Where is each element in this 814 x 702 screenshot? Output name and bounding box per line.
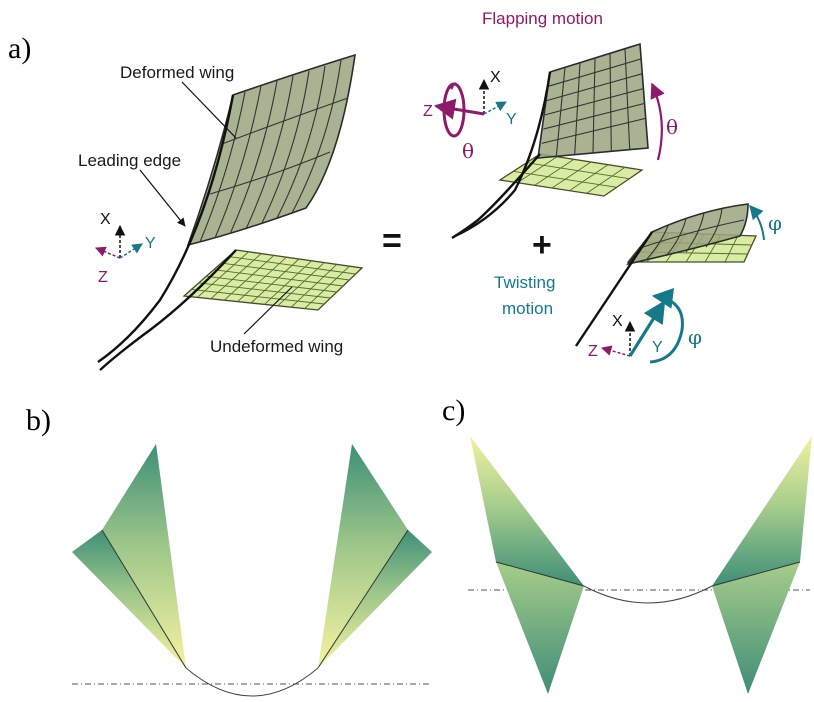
axis-z-label-flap: Z bbox=[423, 103, 433, 120]
undeformed-wing-flap bbox=[498, 153, 644, 197]
body-curve-b bbox=[185, 667, 319, 697]
axis-y-label-twist: Y bbox=[652, 339, 663, 356]
label-twisting-line2: motion bbox=[502, 299, 553, 318]
plus-sign: + bbox=[532, 226, 552, 264]
leading-edge-deformed bbox=[97, 94, 235, 363]
leading-edge-flap bbox=[454, 71, 552, 238]
axis-z-label-twist: Z bbox=[588, 343, 598, 360]
wing-c-right-upper bbox=[712, 436, 812, 586]
wing-c-left-lower bbox=[496, 562, 584, 694]
body-curve-c bbox=[583, 585, 713, 604]
wing-c-left-upper bbox=[470, 436, 584, 586]
axis-triad-flap: X Y Z θ bbox=[423, 69, 517, 163]
deformed-wing-twist bbox=[626, 203, 749, 266]
equals-sign: = bbox=[382, 222, 402, 260]
label-undeformed-wing: Undeformed wing bbox=[210, 337, 343, 356]
undeformed-wing-left bbox=[182, 249, 364, 311]
fold-line-c-right bbox=[711, 561, 801, 587]
axis-x-label-flap: X bbox=[490, 69, 501, 86]
axis-x-label-twist: X bbox=[612, 313, 623, 330]
axis-y-label-flap: Y bbox=[506, 111, 517, 128]
panel-c-letter: c) bbox=[442, 394, 465, 427]
fold-line-c-left bbox=[495, 561, 585, 587]
leader-undeformed bbox=[243, 286, 293, 335]
theta-label-right: θ bbox=[666, 115, 678, 139]
fold-line-b-left bbox=[101, 529, 187, 669]
wing-b-right-upper bbox=[318, 444, 408, 668]
panel-b-letter: b) bbox=[26, 404, 51, 437]
wing-b-left-upper bbox=[102, 444, 186, 668]
deformed-wing-left bbox=[186, 53, 356, 247]
panel-b: b) bbox=[26, 404, 432, 697]
panel-a: a) bbox=[8, 9, 782, 371]
panel-a-letter: a) bbox=[8, 32, 31, 65]
axis-z-label-left: Z bbox=[98, 269, 108, 286]
wing-b-left-lower bbox=[72, 530, 186, 668]
phi-label-top: φ bbox=[768, 211, 782, 235]
leading-edge-undeformed bbox=[99, 249, 237, 371]
panel-c: c) bbox=[442, 394, 812, 694]
wing-c-right-lower bbox=[712, 562, 800, 694]
axis-x-label-left: X bbox=[100, 211, 111, 228]
label-twisting-line1: Twisting bbox=[494, 273, 555, 292]
theta-label-left: θ bbox=[462, 139, 474, 163]
label-leading-edge: Leading edge bbox=[78, 151, 181, 170]
phi-label-bottom: φ bbox=[688, 325, 702, 349]
deformed-wing-flap bbox=[537, 42, 649, 159]
leader-deformed bbox=[181, 81, 237, 139]
flap-angle-arc bbox=[650, 82, 665, 161]
fold-line-b-right bbox=[317, 529, 409, 669]
leading-edge-twist bbox=[575, 231, 653, 347]
label-deformed-wing: Deformed wing bbox=[120, 63, 234, 82]
axis-y-label-left: Y bbox=[145, 235, 156, 252]
axis-triad-twist: X Z Y φ bbox=[588, 287, 702, 364]
axis-triad-left: X Y Z bbox=[95, 211, 156, 286]
leading-edge-flap-base bbox=[451, 153, 541, 240]
label-flapping-motion: Flapping motion bbox=[482, 9, 603, 28]
wing-b-right-lower bbox=[318, 530, 432, 668]
twist-angle-arc bbox=[749, 204, 765, 241]
leader-leading-edge bbox=[139, 169, 186, 227]
